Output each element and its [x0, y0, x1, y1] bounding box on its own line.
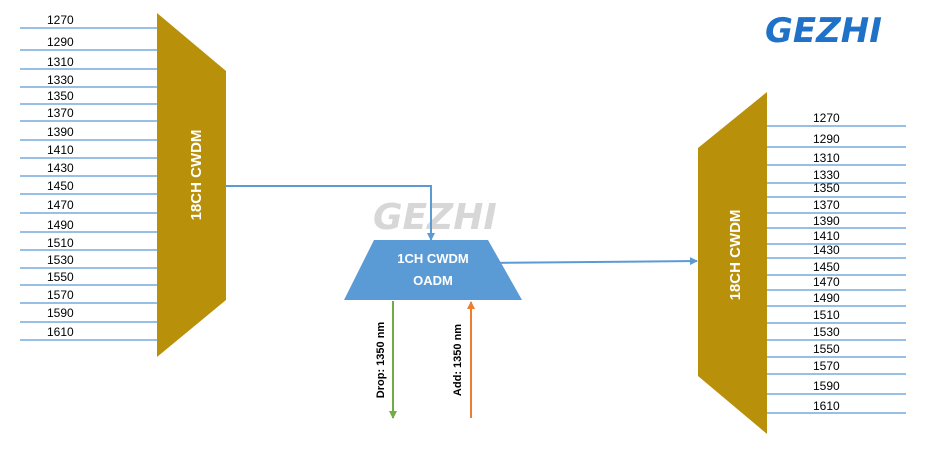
right-wavelength-label: 1510: [813, 308, 840, 322]
left-wavelength-label: 1550: [47, 270, 74, 284]
right-wavelength-label: 1530: [813, 325, 840, 339]
watermark-text: GEZHI: [373, 197, 497, 238]
drop-label: Drop: 1350 nm: [375, 322, 387, 399]
right-wavelength-label: 1550: [813, 342, 840, 356]
right-wavelength-label: 1270: [813, 111, 840, 125]
left-wavelength-label: 1270: [47, 13, 74, 27]
left-wavelength-label: 1410: [47, 143, 74, 157]
right-wavelength-label: 1410: [813, 229, 840, 243]
right-wavelength-label: 1610: [813, 399, 840, 413]
left-wavelength-label: 1610: [47, 325, 74, 339]
left-wavelength-label: 1290: [47, 35, 74, 49]
left-mux-ports: 1270 1290 1310 1330 1350 1370 1390 1410 1430 1450…: [20, 13, 157, 341]
gezhi-logo: GEZHI: [765, 11, 882, 51]
oadm-label-line1: 1CH CWDM: [397, 251, 469, 266]
right-wavelength-label: 1350: [813, 181, 840, 195]
fiber-line-to-oadm: [226, 185, 435, 241]
left-mux-label: 18CH CWDM: [188, 130, 205, 221]
right-wavelength-label: 1330: [813, 168, 840, 182]
right-wavelength-label: 1470: [813, 275, 840, 289]
left-wavelength-label: 1430: [47, 161, 74, 175]
right-wavelength-label: 1490: [813, 291, 840, 305]
left-wavelength-label: 1510: [47, 236, 74, 250]
left-wavelength-label: 1350: [47, 89, 74, 103]
right-wavelength-label: 1450: [813, 260, 840, 274]
left-wavelength-label: 1470: [47, 198, 74, 212]
right-wavelength-label: 1290: [813, 132, 840, 146]
logo-text: GEZHI: [765, 11, 882, 51]
right-wavelength-label: 1390: [813, 214, 840, 228]
left-wavelength-label: 1530: [47, 253, 74, 267]
right-wavelength-label: 1430: [813, 243, 840, 257]
add-label: Add: 1350 nm: [452, 324, 464, 396]
left-wavelength-label: 1370: [47, 106, 74, 120]
left-wavelength-label: 1570: [47, 288, 74, 302]
right-wavelength-label: 1590: [813, 379, 840, 393]
right-wavelength-label: 1370: [813, 198, 840, 212]
right-cwdm-mux: [698, 92, 767, 434]
oadm-module: [344, 240, 522, 300]
fiber-line-to-right-mux: [487, 257, 698, 266]
left-wavelength-label: 1390: [47, 125, 74, 139]
left-wavelength-label: 1450: [47, 179, 74, 193]
oadm-label-line2: OADM: [413, 273, 453, 288]
left-cwdm-mux: [157, 13, 226, 357]
left-wavelength-label: 1310: [47, 55, 74, 69]
left-wavelength-label: 1330: [47, 73, 74, 87]
left-wavelength-label: 1590: [47, 306, 74, 320]
right-wavelength-label: 1570: [813, 359, 840, 373]
right-wavelength-label: 1310: [813, 151, 840, 165]
right-mux-label: 18CH CWDM: [727, 210, 744, 301]
left-wavelength-label: 1490: [47, 218, 74, 232]
